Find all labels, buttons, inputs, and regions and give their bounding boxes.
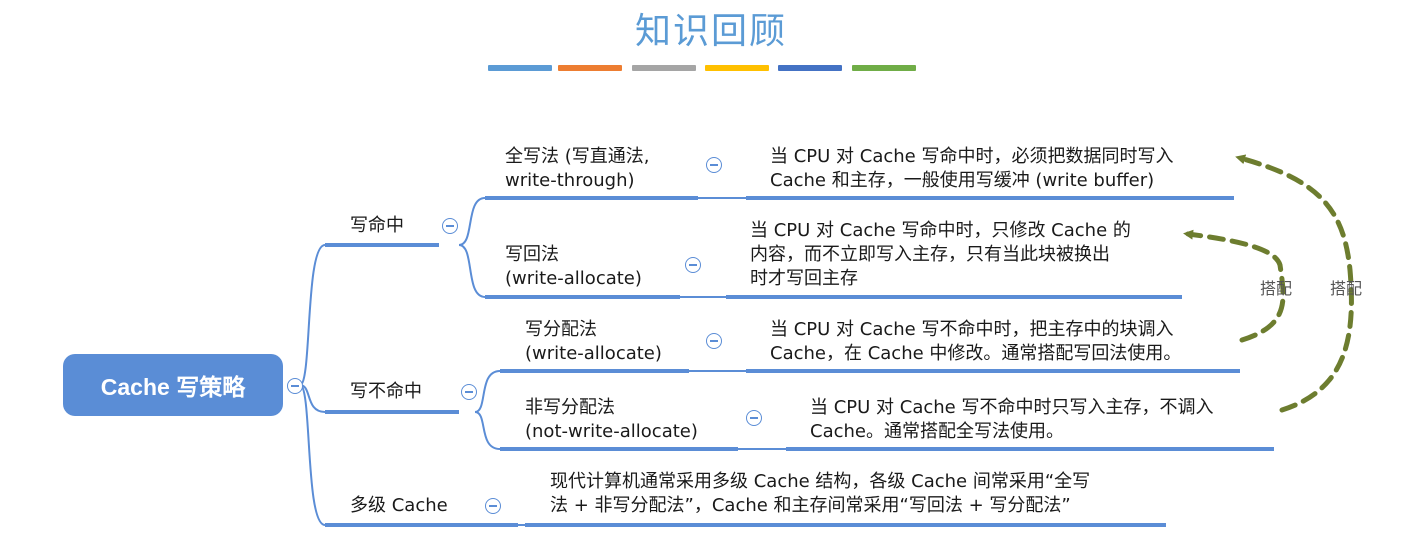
pairing-arrow-outer <box>1235 154 1354 413</box>
connector-root-write-hit <box>299 244 326 386</box>
root-node-cache-write-policy[interactable]: Cache 写策略 <box>63 354 283 416</box>
node-multilevel-cache-label: 多级 Cache <box>350 495 448 516</box>
stripe-green <box>852 65 916 71</box>
connector-root-multilevel <box>299 384 326 526</box>
desc-multilevel-cache: 现代计算机通常采用多级 Cache 结构，各级 Cache 间常采用“全写 法 … <box>550 470 1090 518</box>
node-no-write-allocate-line2: (not-write-allocate) <box>525 421 698 442</box>
node-no-write-allocate[interactable]: 非写分配法 (not-write-allocate) <box>525 396 698 444</box>
node-write-miss[interactable]: 写不命中 <box>350 380 422 404</box>
desc-write-allocate: 当 CPU 对 Cache 写不命中时，把主存中的块调入 Cache，在 Cac… <box>770 318 1181 366</box>
collapse-toggle-write-through-icon[interactable] <box>706 157 722 173</box>
node-write-miss-label: 写不命中 <box>350 381 422 402</box>
desc-write-through-line1: 当 CPU 对 Cache 写命中时，必须把数据同时写入 <box>770 146 1174 167</box>
node-write-allocate-line1: 写分配法 <box>525 319 597 340</box>
collapse-toggle-write-back-icon[interactable] <box>685 257 701 273</box>
pairing-label-inner: 搭配 <box>1260 279 1293 298</box>
desc-write-back: 当 CPU 对 Cache 写命中时，只修改 Cache 的 内容，而不立即写入… <box>750 219 1131 291</box>
collapse-toggle-write-hit-icon[interactable] <box>442 218 458 234</box>
desc-write-through: 当 CPU 对 Cache 写命中时，必须把数据同时写入 Cache 和主存，一… <box>770 145 1173 193</box>
collapse-toggle-multilevel-icon[interactable] <box>485 498 501 514</box>
desc-no-write-allocate-line1: 当 CPU 对 Cache 写不命中时只写入主存，不调入 <box>810 397 1214 418</box>
node-write-hit[interactable]: 写命中 <box>350 214 404 238</box>
node-write-allocate[interactable]: 写分配法 (write-allocate) <box>525 318 662 366</box>
desc-write-back-line3: 时才写回主存 <box>750 268 858 289</box>
node-write-through[interactable]: 全写法 (写直通法, write-through) <box>505 145 649 193</box>
stripe-darkblue <box>778 65 842 71</box>
pairing-label-outer: 搭配 <box>1330 279 1363 298</box>
node-write-back-line1: 写回法 <box>505 244 559 265</box>
node-no-write-allocate-line1: 非写分配法 <box>525 397 615 418</box>
desc-write-allocate-line1: 当 CPU 对 Cache 写不命中时，把主存中的块调入 <box>770 319 1174 340</box>
desc-no-write-allocate-line2: Cache。通常搭配全写法使用。 <box>810 421 1064 442</box>
collapse-toggle-write-allocate-icon[interactable] <box>706 333 722 349</box>
connector-miss-allocate <box>474 370 501 413</box>
desc-no-write-allocate: 当 CPU 对 Cache 写不命中时只写入主存，不调入 Cache。通常搭配全… <box>810 396 1213 444</box>
root-node-label: Cache 写策略 <box>100 374 246 400</box>
pairing-arrow-inner <box>1183 229 1286 343</box>
desc-multilevel-line2: 法 + 非写分配法”，Cache 和主存间常采用“写回法 + 写分配法” <box>550 495 1071 516</box>
node-multilevel-cache[interactable]: 多级 Cache <box>350 494 448 518</box>
stripe-gray <box>632 65 696 71</box>
node-write-through-line1: 全写法 (写直通法, <box>505 146 650 167</box>
desc-multilevel-line1: 现代计算机通常采用多级 Cache 结构，各级 Cache 间常采用“全写 <box>550 471 1091 492</box>
desc-write-back-line1: 当 CPU 对 Cache 写命中时，只修改 Cache 的 <box>750 220 1131 241</box>
node-write-hit-label: 写命中 <box>350 215 404 236</box>
stripe-yellow <box>705 65 769 71</box>
node-write-through-line2: write-through) <box>505 170 635 191</box>
node-write-allocate-line2: (write-allocate) <box>525 343 662 364</box>
stripe-blue <box>488 65 552 71</box>
page-title: 知识回顾 <box>634 11 787 52</box>
node-write-back[interactable]: 写回法 (write-allocate) <box>505 243 642 291</box>
connector-hit-through <box>458 197 486 246</box>
desc-write-allocate-line2: Cache，在 Cache 中修改。通常搭配写回法使用。 <box>770 343 1182 364</box>
connector-miss-noallocate <box>474 411 501 450</box>
desc-write-back-line2: 内容，而不立即写入主存，只有当此块被换出 <box>750 244 1110 265</box>
desc-write-through-line2: Cache 和主存，一般使用写缓冲 (write buffer) <box>770 170 1155 191</box>
connector-hit-back <box>458 244 486 298</box>
node-write-back-line2: (write-allocate) <box>505 268 642 289</box>
collapse-toggle-no-write-allocate-icon[interactable] <box>746 410 762 426</box>
collapse-toggle-root-icon[interactable] <box>287 378 303 394</box>
stripe-orange <box>558 65 622 71</box>
collapse-toggle-write-miss-icon[interactable] <box>461 384 477 400</box>
